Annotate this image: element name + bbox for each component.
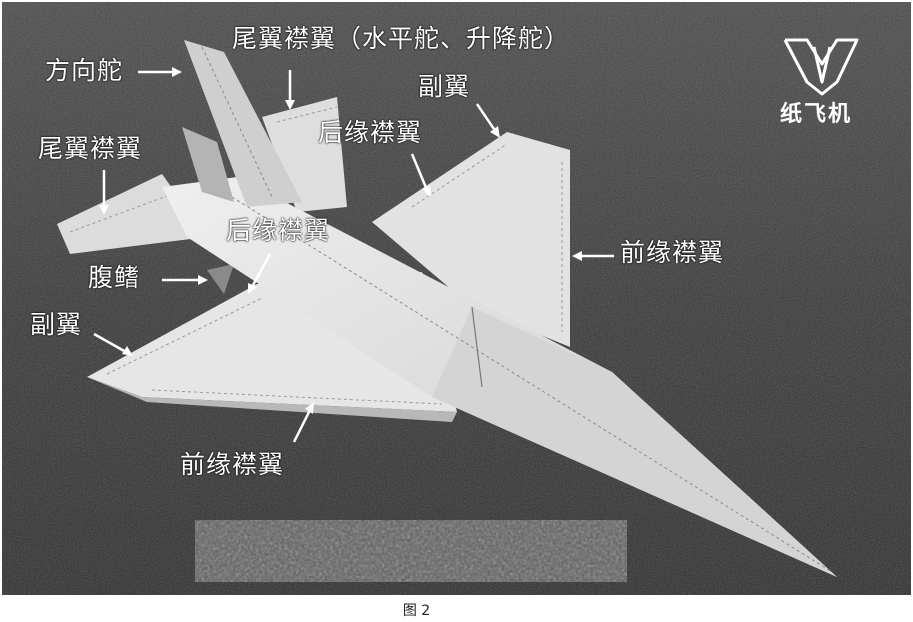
label-trailing-edge-flap-center: 后缘襟翼 bbox=[226, 216, 331, 245]
vertical-fin-right bbox=[184, 40, 302, 207]
ventral-fin bbox=[207, 264, 234, 294]
paper-plane-logo-icon bbox=[783, 38, 859, 96]
right-tail-plane bbox=[262, 97, 347, 212]
figure-caption: 图 2 bbox=[402, 603, 431, 619]
label-aileron-right: 副翼 bbox=[418, 72, 471, 101]
label-leading-edge-flap-bottom: 前缘襟翼 bbox=[180, 450, 285, 479]
right-wing bbox=[372, 132, 570, 347]
label-ventral-fin: 腹鳍 bbox=[88, 263, 141, 292]
label-tail-flap-left: 尾翼襟翼 bbox=[38, 134, 143, 163]
logo-text: 纸飞机 bbox=[780, 102, 853, 127]
label-tail-flap-elevator: 尾翼襟翼（水平舵、升降舵） bbox=[232, 24, 571, 53]
vertical-fin-left bbox=[182, 127, 234, 202]
pointer-arrows bbox=[93, 67, 614, 443]
label-leading-edge-flap-right: 前缘襟翼 bbox=[620, 238, 725, 267]
label-rudder: 方向舵 bbox=[45, 56, 124, 85]
paper-plane-photo bbox=[2, 2, 911, 595]
label-trailing-edge-flap-right: 后缘襟翼 bbox=[318, 118, 423, 147]
label-aileron-left: 副翼 bbox=[30, 310, 83, 339]
